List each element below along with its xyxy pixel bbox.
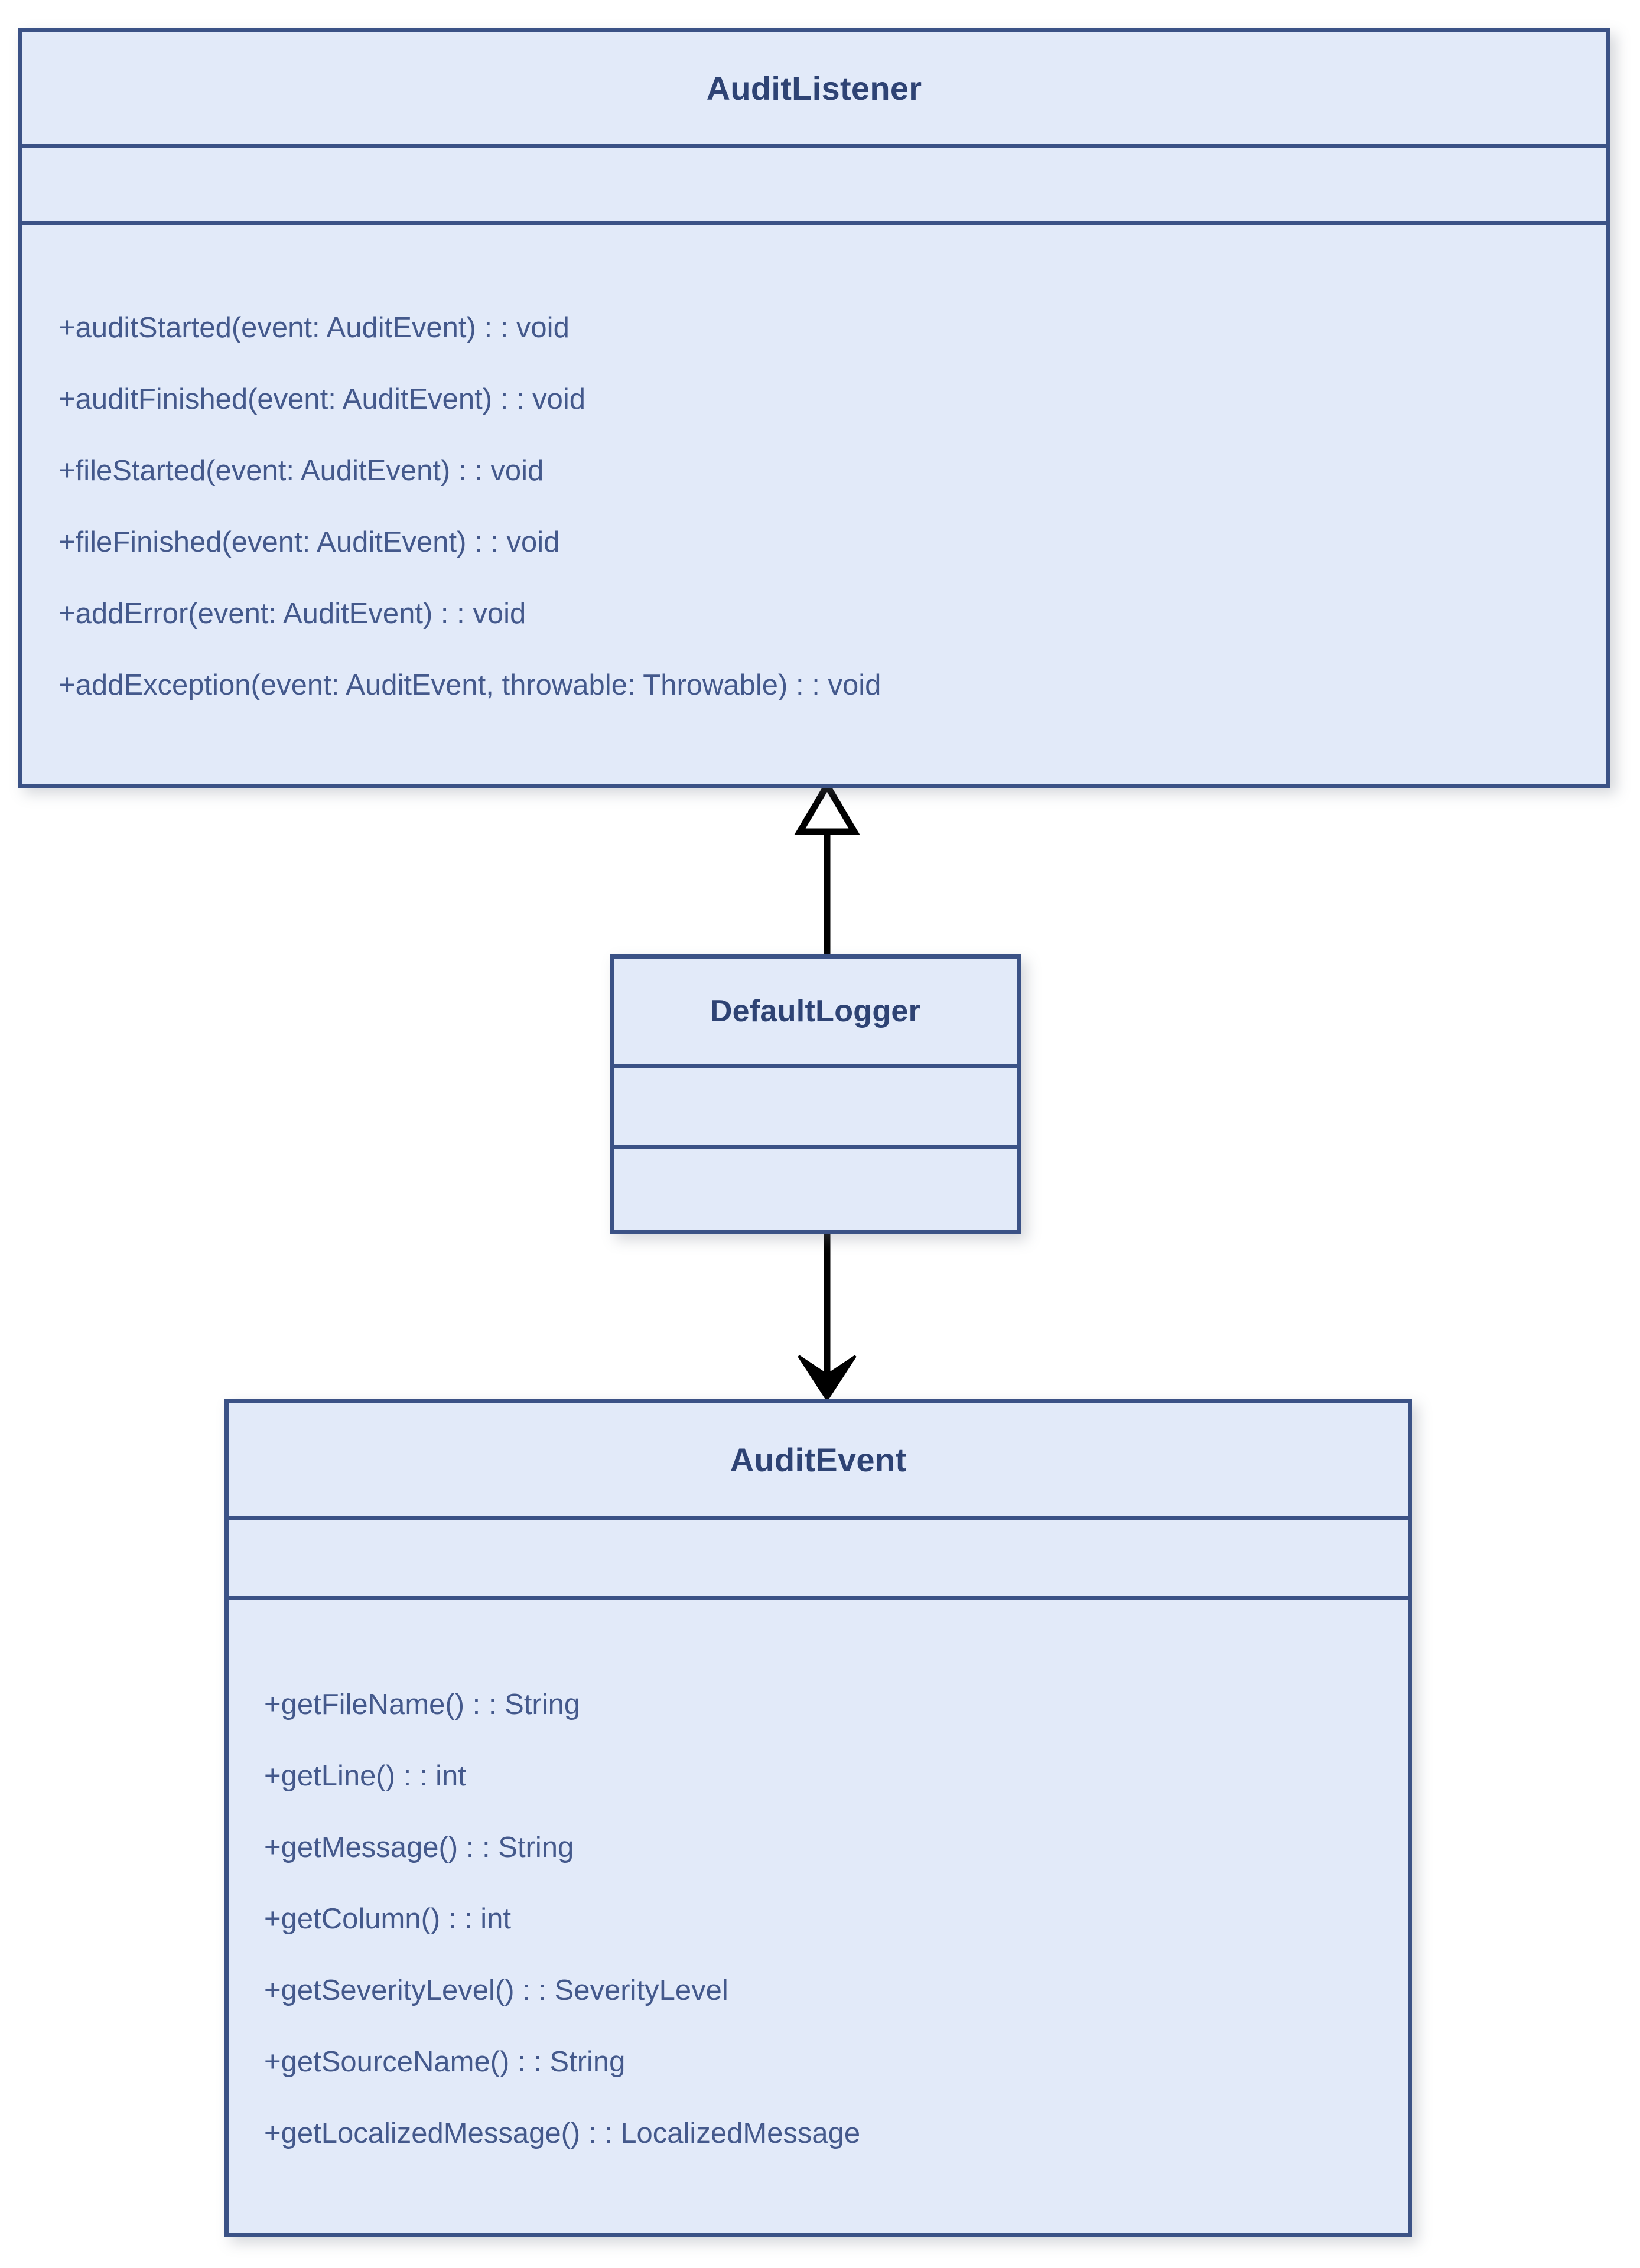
compartment-divider [22,144,1606,148]
compartment-divider [229,1596,1408,1600]
operation-item: +addError(event: AuditEvent) : : void [58,598,526,630]
attributes-compartment-defaultlogger [614,1068,1017,1145]
operation-item: +getLine() : : int [264,1759,466,1792]
operation-item: +addException(event: AuditEvent, throwab… [58,669,881,701]
operations-compartment-auditlistener: +auditStarted(event: AuditEvent) : : voi… [22,225,1606,784]
operation-item: +fileStarted(event: AuditEvent) : : void [58,455,544,487]
operation-item: +auditFinished(event: AuditEvent) : : vo… [58,383,586,415]
attributes-compartment-auditevent [229,1520,1408,1596]
class-box-auditlistener[interactable]: AuditListener +auditStarted(event: Audit… [18,28,1610,788]
operation-item: +auditStarted(event: AuditEvent) : : voi… [58,312,570,344]
class-box-defaultlogger[interactable]: DefaultLogger [610,954,1021,1234]
connector-association-defaultlogger-to-auditevent [798,1223,857,1402]
operation-item: +getMessage() : : String [264,1831,574,1863]
operation-item: +getSourceName() : : String [264,2045,626,2078]
connector-generalization-defaultlogger-to-auditlistener [794,779,860,969]
class-title-auditevent: AuditEvent [730,1441,907,1478]
operation-item: +fileFinished(event: AuditEvent) : : voi… [58,526,560,558]
class-title-auditlistener: AuditListener [706,69,922,107]
attributes-compartment-auditlistener [22,148,1606,221]
compartment-divider [614,1145,1017,1149]
operation-item: +getLocalizedMessage() : : LocalizedMess… [264,2117,861,2149]
operation-item: +getFileName() : : String [264,1688,581,1720]
compartment-divider [22,221,1606,225]
compartment-divider [614,1064,1017,1068]
operations-compartment-defaultlogger [614,1149,1017,1230]
operations-compartment-auditevent: +getFileName() : : String +getLine() : :… [229,1600,1408,2233]
compartment-divider [229,1516,1408,1520]
operation-item: +getColumn() : : int [264,1902,512,1935]
class-title-defaultlogger: DefaultLogger [710,994,921,1028]
operation-item: +getSeverityLevel() : : SeverityLevel [264,1974,728,2006]
class-box-auditevent[interactable]: AuditEvent +getFileName() : : String +ge… [224,1399,1412,2237]
